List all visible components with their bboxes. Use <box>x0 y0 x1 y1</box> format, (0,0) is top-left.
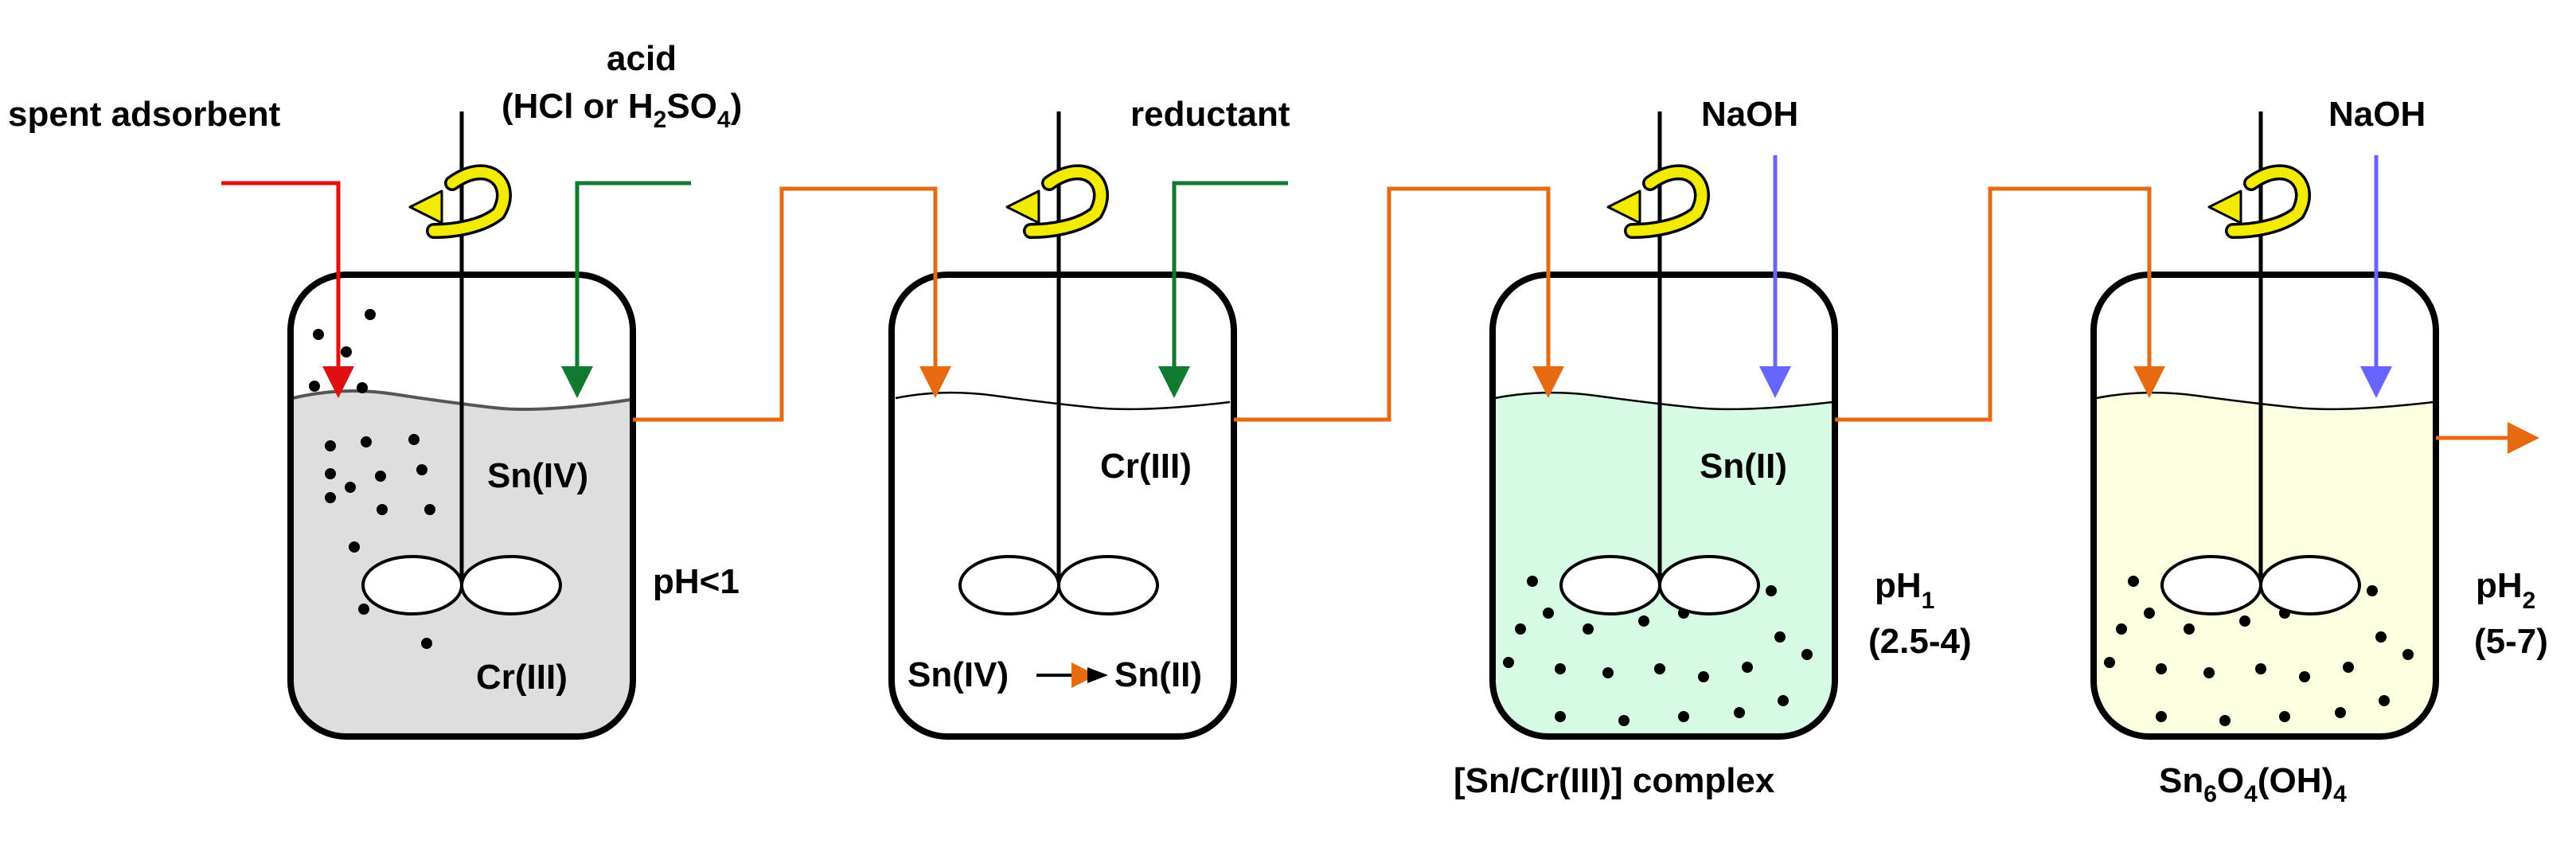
tank-1-species-bottom: Cr(III) <box>476 658 568 697</box>
tank-4-ph-range: (5-7) <box>2474 622 2548 661</box>
tank-4: pH2 (5-7) Sn6O4(OH)4 <box>2090 111 2548 807</box>
tank-2-reaction-from: Sn(IV) <box>907 655 1009 694</box>
adsorbent-particles <box>309 309 435 649</box>
tank-3-species-top: Sn(II) <box>1700 447 1787 486</box>
tank-3-vessel <box>1489 272 1838 740</box>
impeller-3b <box>1658 555 1760 615</box>
spent-adsorbent-label: spent adsorbent <box>8 95 281 134</box>
tank-1-ph: pH<1 <box>653 562 740 601</box>
tank-3: Sn(II) pH1 (2.5-4) [Sn/Cr(III)] complex <box>1454 111 1972 800</box>
tank-2-liquid-surface <box>895 391 1231 411</box>
transfer-line-3-4 <box>1835 186 2165 422</box>
impeller-2b <box>1057 555 1159 615</box>
rotation-arrow-icon <box>1005 164 1109 239</box>
naoh-label-3: NaOH <box>1701 95 1798 134</box>
transfer-line-2-3 <box>1234 186 1564 422</box>
reductant-label: reductant <box>1130 95 1290 134</box>
tank-2: Cr(III) Sn(IV) Sn(II) <box>888 111 1288 740</box>
impeller-1b <box>460 555 562 615</box>
impeller-3a <box>1559 555 1661 615</box>
product-particles <box>2104 576 2414 726</box>
rotation-arrow-icon <box>1606 164 1710 239</box>
tank-4-product: Sn6O4(OH)4 <box>2159 761 2347 807</box>
tank-3-ph: pH1 <box>1875 566 1934 614</box>
rotation-arrow-icon <box>2207 164 2311 239</box>
tank-4-vessel <box>2090 272 2439 740</box>
precipitate-particles <box>1503 576 1813 726</box>
tank-4-ph: pH2 <box>2476 566 2535 614</box>
reaction-arrow-head <box>1087 667 1108 683</box>
transfer-line-1-2 <box>633 186 951 422</box>
spent-adsorbent-arrow <box>221 181 354 398</box>
impeller-4b <box>2259 555 2361 615</box>
tank-2-reaction-to: Sn(II) <box>1114 655 1202 694</box>
tank-2-vessel <box>888 272 1237 740</box>
acid-formula-label: (HCl or H2SO4) <box>502 87 742 133</box>
rotation-arrow-icon <box>408 164 512 239</box>
impeller-4a <box>2160 555 2262 615</box>
impeller-2a <box>958 555 1060 615</box>
tank-3-liquid <box>1493 393 1835 737</box>
tank-3-ph-range: (2.5-4) <box>1868 622 1972 661</box>
tank-3-product: [Sn/Cr(III)] complex <box>1454 761 1775 800</box>
tank-1-species-top: Sn(IV) <box>487 456 588 495</box>
naoh-label-4: NaOH <box>2328 95 2426 134</box>
reductant-feed-arrow <box>1158 181 1288 398</box>
tank-1: Sn(IV) Cr(III) pH<1 <box>221 111 740 740</box>
impeller-1a <box>361 555 463 615</box>
acid-feed-arrow <box>561 181 691 398</box>
acid-label: acid <box>607 39 677 78</box>
tank-4-liquid <box>2094 393 2436 737</box>
tank-2-species-top: Cr(III) <box>1100 447 1192 486</box>
